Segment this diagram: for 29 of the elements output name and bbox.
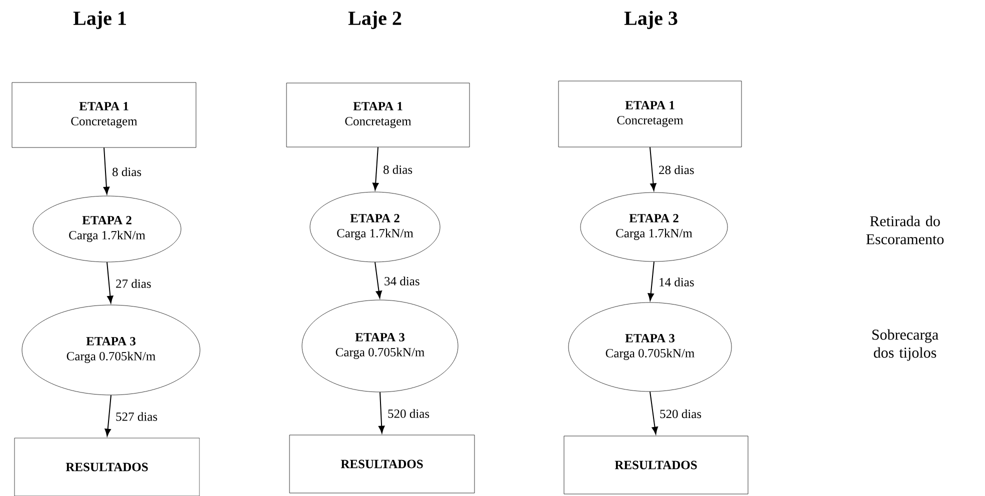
edge-label: 520 dias bbox=[660, 409, 702, 418]
arrow bbox=[378, 392, 385, 434]
stage-box: RESULTADOS bbox=[289, 434, 475, 494]
arrow bbox=[103, 147, 110, 194]
stage-box: ETAPA 1 Concretagem bbox=[286, 82, 470, 148]
edge-label: 28 dias bbox=[659, 165, 694, 174]
arrow bbox=[104, 394, 112, 436]
side-note: Retirada do Escoramento bbox=[866, 216, 944, 244]
edge-label: 34 dias bbox=[384, 276, 420, 286]
edge-label: 27 dias bbox=[116, 279, 151, 288]
edge-label: 8 dias bbox=[384, 165, 412, 174]
arrow bbox=[106, 262, 114, 304]
arrow bbox=[374, 262, 382, 298]
stage-box: RESULTADOS bbox=[14, 438, 200, 496]
edge-label: 8 dias bbox=[112, 167, 142, 176]
arrow bbox=[372, 146, 379, 190]
arrow bbox=[650, 391, 658, 434]
column-title: Laje 3 bbox=[624, 10, 678, 30]
column-title: Laje 1 bbox=[73, 10, 126, 30]
stage-box: ETAPA 1 Concretagem bbox=[558, 80, 742, 148]
edge-label: 520 dias bbox=[388, 409, 430, 418]
arrow bbox=[650, 146, 656, 191]
arrow bbox=[648, 261, 654, 301]
stage-box: ETAPA 1 Concretagem bbox=[12, 82, 196, 148]
column-title: Laje 2 bbox=[348, 10, 402, 30]
edge-label: 14 dias bbox=[660, 278, 694, 286]
edge-label: 527 dias bbox=[116, 412, 158, 421]
stage-box: RESULTADOS bbox=[564, 436, 748, 494]
side-note: Sobrecarga dos tijolos bbox=[872, 329, 938, 361]
